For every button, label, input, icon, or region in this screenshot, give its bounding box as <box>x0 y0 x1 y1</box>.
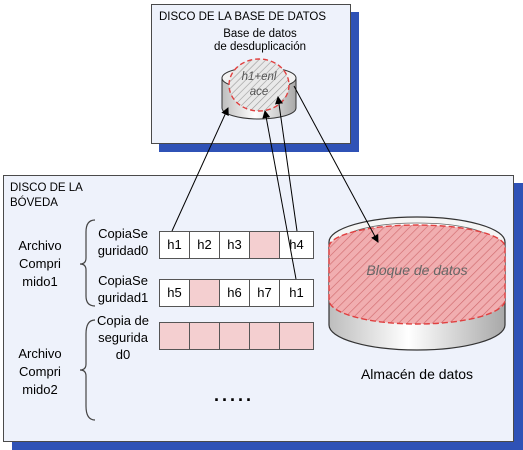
backup2-label-line2: segurida <box>98 330 148 345</box>
archive2-line3: mido2 <box>22 382 58 397</box>
data-block-highlight <box>328 224 506 325</box>
datastore-caption: Almacén de datos <box>360 366 474 382</box>
backup1-cell: h5 <box>159 279 190 307</box>
arrow-db-to-datablock <box>293 85 379 243</box>
backup1-cell: h1 <box>279 279 314 307</box>
archive1-line2: Compri <box>19 256 61 271</box>
arrow-h1-copy-to-db <box>262 110 297 280</box>
db-disk-title: DISCO DE LA BASE DE DATOS <box>159 11 327 23</box>
backup0-cell: h1 <box>159 231 190 259</box>
backup1-label-line1: CopiaSe <box>98 273 148 288</box>
backup2-label-line3: d0 <box>115 347 131 362</box>
backup2-cell-empty <box>279 322 314 350</box>
archive1-brace <box>79 219 96 307</box>
cylinder-hash-line1: h1+enl <box>241 71 277 83</box>
data-block-label: Bloque de datos <box>366 262 468 278</box>
backup2-label-line1: Copia de <box>96 313 150 328</box>
backup0-label-line1: CopiaSe <box>98 226 148 241</box>
backup2-cell-empty <box>189 322 220 350</box>
backup2-cell-empty <box>249 322 280 350</box>
archive1-line3: mido1 <box>22 274 58 289</box>
more-rows-ellipsis: ..... <box>214 385 255 405</box>
archive2-line1: Archivo <box>18 346 62 361</box>
arrow-h1-to-db <box>171 107 229 232</box>
archive2-line2: Compri <box>19 364 61 379</box>
backup1-label-line2: guridad1 <box>97 290 149 305</box>
vault-title-line2: BÓVEDA <box>10 197 58 209</box>
backup2-cell-empty <box>159 322 190 350</box>
backup1-cell: h7 <box>249 279 280 307</box>
backup1-cell: h6 <box>219 279 250 307</box>
db-label-line2: de desduplicación <box>213 41 307 53</box>
archive2-brace <box>79 319 96 421</box>
db-hash-highlight <box>228 58 290 112</box>
arrow-h4-to-db <box>275 96 298 232</box>
backup0-label-line2: guridad0 <box>97 243 149 258</box>
db-label-line1: Base de datos <box>223 28 297 40</box>
backup0-cell: h2 <box>189 231 220 259</box>
cylinder-hash-line2: ace <box>249 86 269 98</box>
archive1-line1: Archivo <box>18 238 62 253</box>
backup0-cell-empty <box>249 231 280 259</box>
backup1-cell-empty <box>189 279 220 307</box>
backup0-cell: h4 <box>279 231 314 259</box>
datastore-cylinder <box>328 216 506 351</box>
database-cylinder <box>221 58 297 120</box>
vault-title-line1: DISCO DE LA <box>10 182 83 194</box>
